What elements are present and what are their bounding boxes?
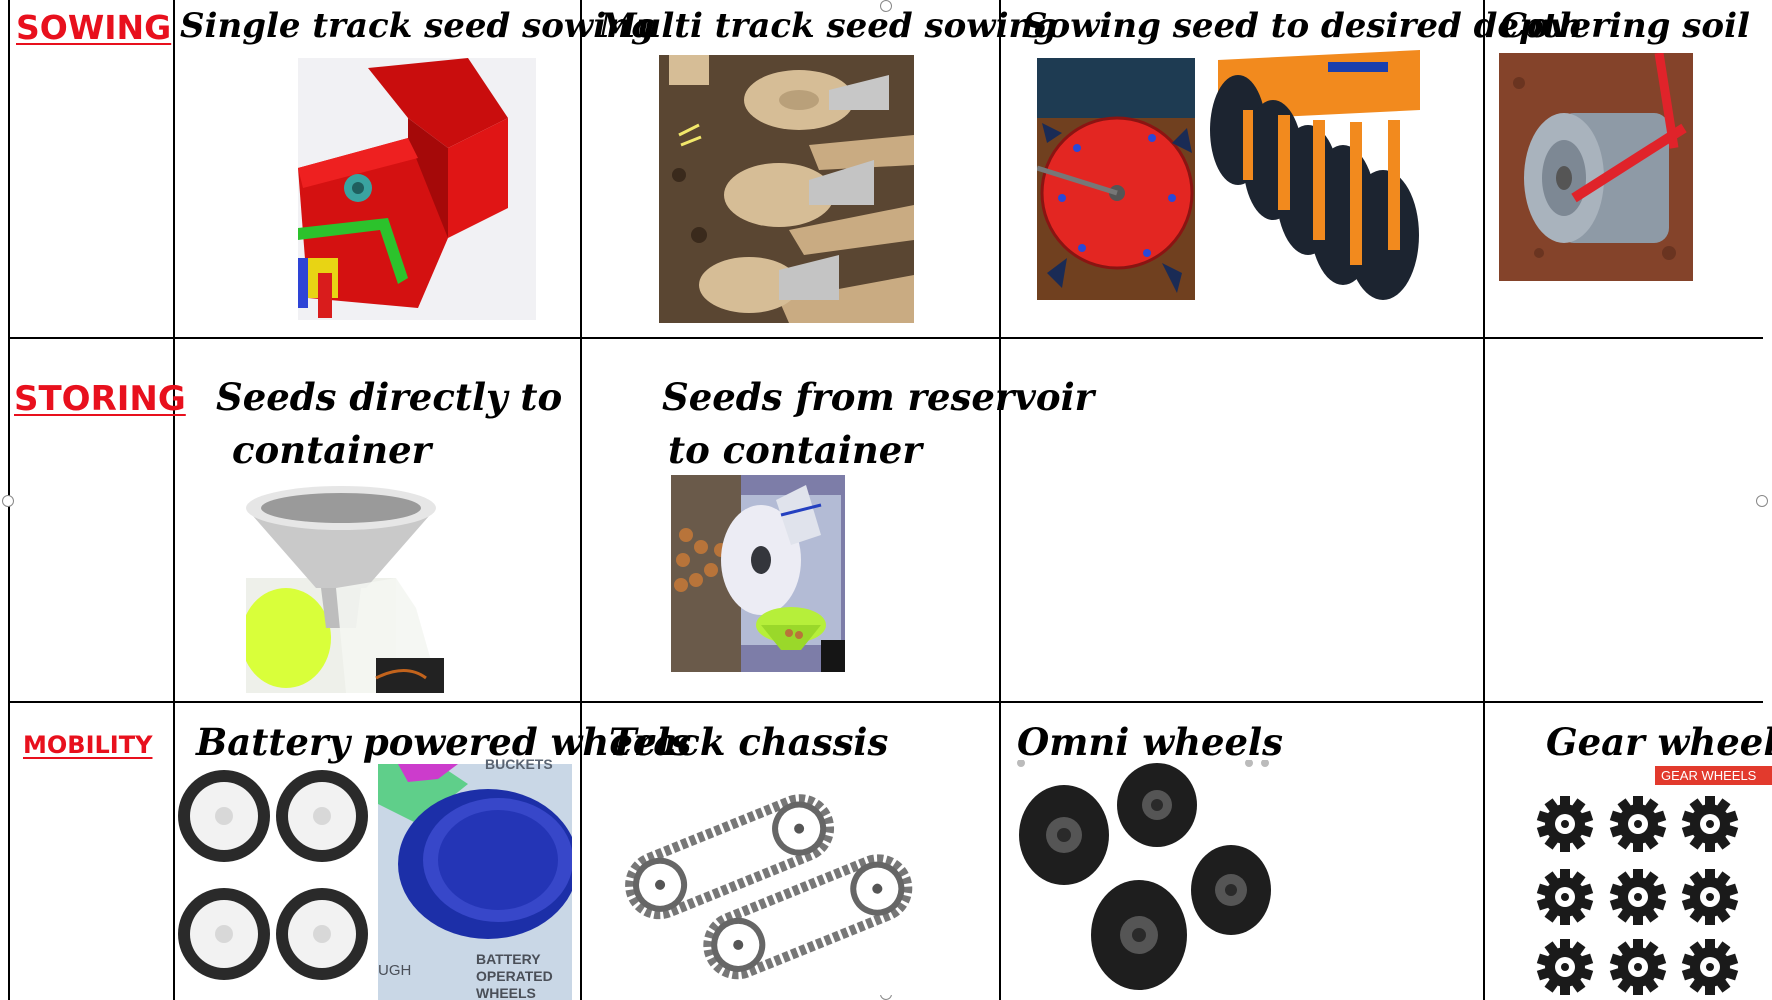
funnel-container-icon xyxy=(246,478,444,693)
grid-line xyxy=(173,0,175,1000)
gear-icon xyxy=(1681,869,1739,925)
row-heading-sowing: SOWING xyxy=(16,8,172,47)
image-text: WHEELS xyxy=(476,985,536,1000)
cell-title: container xyxy=(232,428,432,472)
cell-title: Seeds directly to xyxy=(216,375,563,419)
cell-title: Single track seed sowing xyxy=(180,6,655,46)
selection-handle[interactable] xyxy=(880,0,892,12)
gear-icon xyxy=(1609,869,1667,925)
disc-harrow-icon xyxy=(1198,50,1420,302)
multi-track-seeder-icon xyxy=(659,55,914,323)
gear-badge: GEAR WHEELS xyxy=(1655,766,1772,785)
gear-icon xyxy=(1536,796,1594,852)
cell-title: Multi track seed sowing xyxy=(599,6,1057,46)
selection-handle[interactable] xyxy=(2,495,14,507)
gear-icon xyxy=(1536,939,1594,995)
cell-title: Battery powered wheels xyxy=(196,720,692,764)
grid-line xyxy=(580,0,582,1000)
gear-icon xyxy=(1681,796,1739,852)
image-text: OPERATED xyxy=(476,968,553,984)
grid-line xyxy=(1483,0,1485,1000)
battery-wheel-diagram-icon xyxy=(378,764,572,1000)
single-track-seeder-icon xyxy=(298,58,536,320)
reservoir-container-icon xyxy=(671,475,845,672)
image-text: BATTERY xyxy=(476,951,541,967)
depth-seeder-icon xyxy=(1037,58,1195,300)
grid-line xyxy=(8,701,1763,703)
cell-title: Covering soil xyxy=(1500,6,1750,46)
cell-title: Track chassis xyxy=(609,720,889,764)
gear-icon xyxy=(1609,796,1667,852)
gear-wheels-icon xyxy=(1535,792,1760,997)
cell-title: Gear wheels xyxy=(1546,720,1772,764)
grid-line xyxy=(999,0,1001,1000)
cell-title: to container xyxy=(668,428,922,472)
soil-roller-icon xyxy=(1499,53,1693,281)
gear-icon xyxy=(1609,939,1667,995)
gear-icon xyxy=(1681,939,1739,995)
cell-title: Sowing seed to desired depth xyxy=(1023,6,1584,46)
track-chassis-icon xyxy=(620,780,920,995)
image-text: UGH xyxy=(378,962,412,979)
omni-wheels-icon xyxy=(1009,760,1277,1000)
row-heading-mobility: MOBILITY xyxy=(23,731,153,759)
row-heading-storing: STORING xyxy=(14,379,186,419)
battery-wheels-icon xyxy=(176,764,371,1000)
selection-handle[interactable] xyxy=(1756,495,1768,507)
gear-icon xyxy=(1536,869,1594,925)
cell-title: Seeds from reservoir xyxy=(662,375,1095,419)
grid-line xyxy=(8,337,1763,339)
cell-title: Omni wheels xyxy=(1017,720,1283,764)
image-text: BUCKETS xyxy=(485,756,553,772)
